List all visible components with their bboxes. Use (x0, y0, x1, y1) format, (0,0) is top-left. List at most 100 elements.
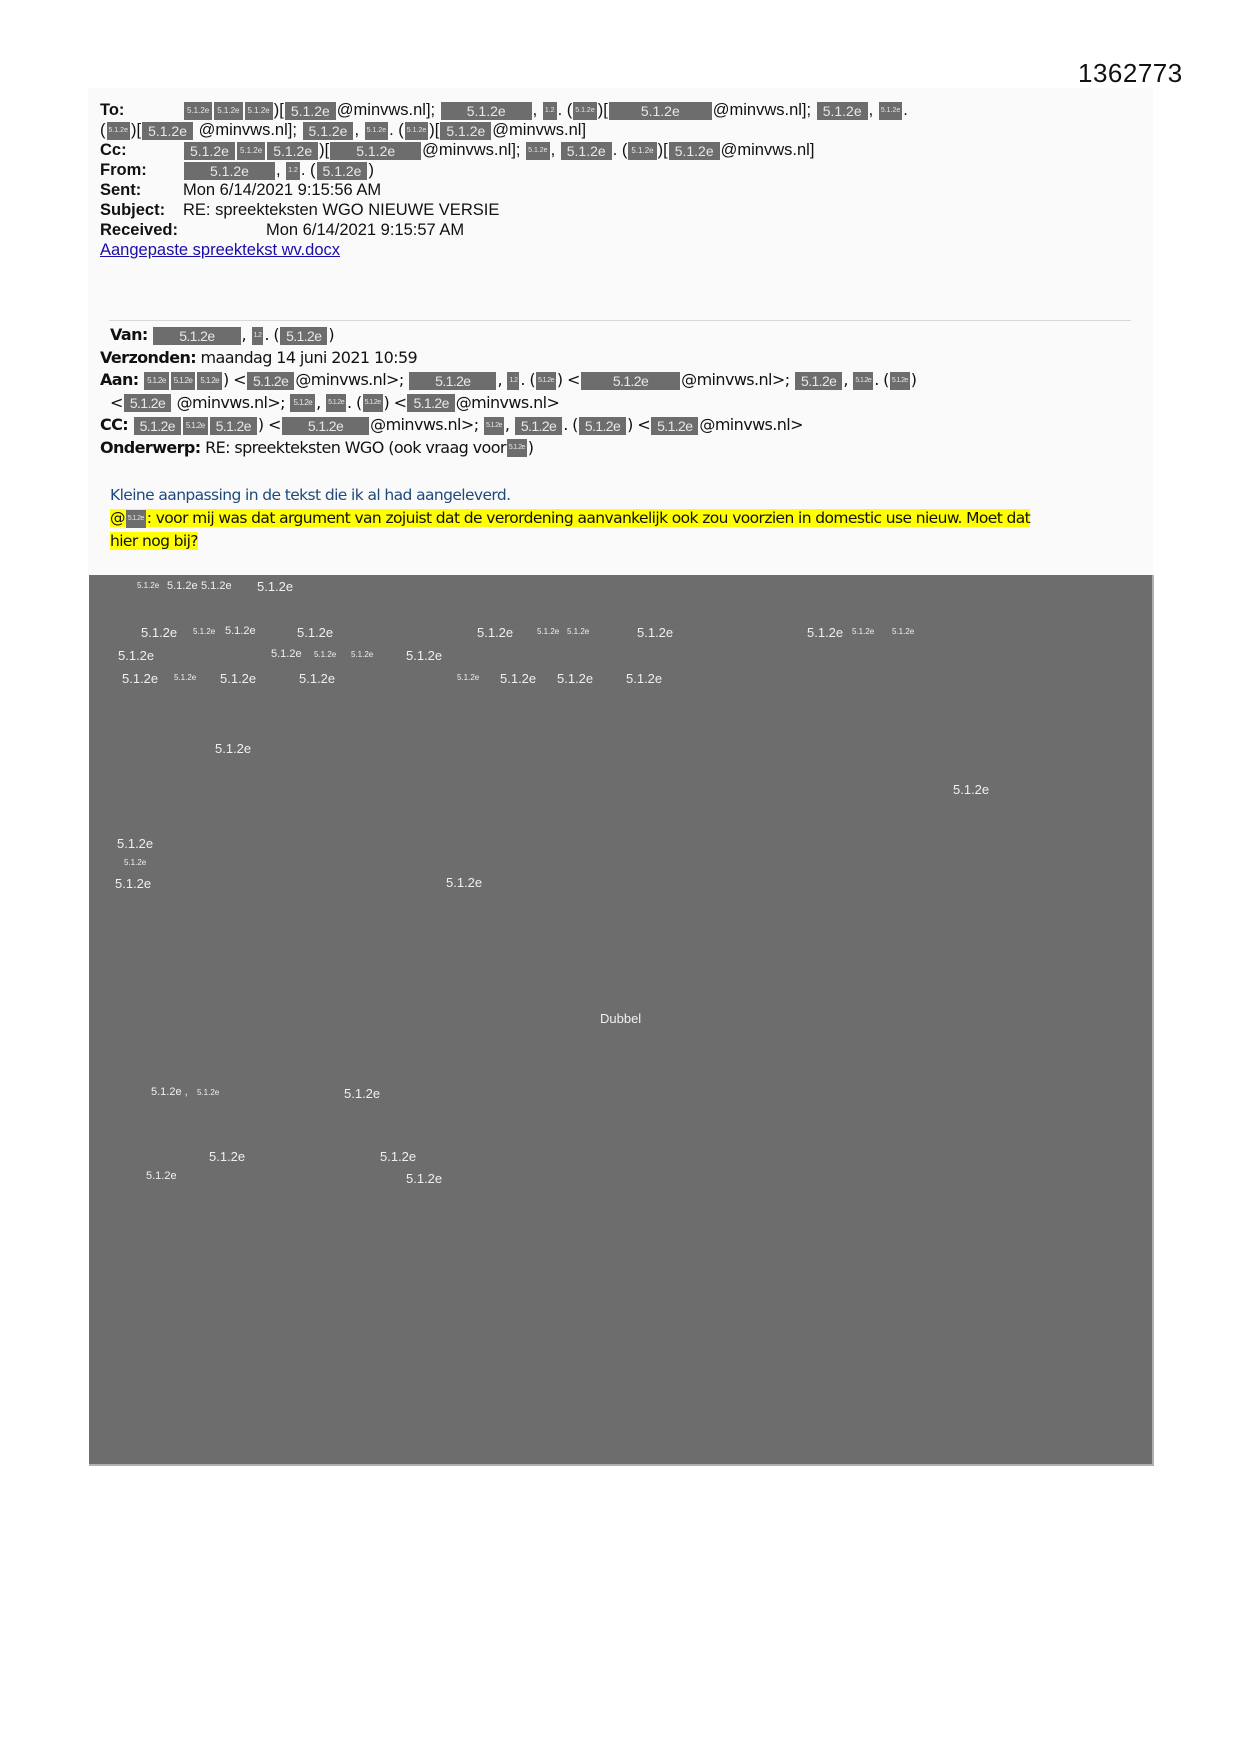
sent-row: Sent: Mon 6/14/2021 9:15:56 AM (100, 180, 1150, 200)
redaction-label: 5.1.2e (146, 1170, 177, 1182)
redaction: 5.1.2e (302, 121, 354, 140)
van-label: Van: (110, 325, 148, 344)
redaction-label: 5.1.2e (537, 627, 560, 636)
van-row: Van: 5.1.2e, 1.2. (5.1.2e) (110, 325, 335, 345)
cc-label: Cc: (100, 141, 127, 159)
sent-label: Sent: (100, 181, 142, 199)
redaction-label: 5.1.2e (167, 580, 198, 592)
redaction: 5.1.2e (440, 121, 492, 140)
redaction-label: 5.1.2e (299, 671, 336, 686)
redaction: 5.1.2e (244, 101, 273, 120)
redaction-label: 5.1.2e (380, 1149, 417, 1164)
redaction: 5.1.2e (281, 416, 370, 435)
redaction: 5.1.2e (364, 121, 389, 140)
redaction-label: 5.1.2e (500, 671, 537, 686)
redaction: 1.2 (542, 101, 557, 120)
redaction-label: 5.1.2e (351, 650, 374, 659)
redaction-label: 5.1.2e (137, 581, 160, 590)
redaction: 5.1.2e (878, 101, 903, 120)
redaction-label: 5.1.2e (637, 625, 674, 640)
email-domain: @minvws.nl]; (422, 141, 521, 159)
redaction: 5.1.2e (133, 416, 181, 435)
redaction: 5.1.2e (362, 394, 383, 412)
redaction-label: 5.1.2e (807, 625, 844, 640)
redaction-label: 5.1.2e (141, 625, 178, 640)
subject-label: Subject: (100, 201, 166, 219)
redaction-label: 5.1.2e (852, 627, 875, 636)
redaction: 5.1.2e (440, 101, 532, 120)
redaction: 5.1.2e (284, 101, 336, 120)
body-line-3-text: hier nog bij? (110, 532, 199, 550)
aan-label: Aan: (100, 370, 139, 389)
redaction: 5.1.2e (668, 141, 720, 160)
body-line-1: Kleine aanpassing in de tekst die ik al … (110, 486, 511, 504)
verzonden-label: Verzonden: (100, 347, 197, 367)
email-domain: @minvws.nl]; (198, 121, 297, 139)
redaction: 5.1.2e (573, 101, 597, 120)
body-line-2-text: : voor mij was dat argument van zojuist … (146, 509, 1031, 527)
redaction: 5.1.2e (182, 416, 208, 435)
redaction: 5.1.2e (123, 394, 172, 412)
to-value-continued: (5.1.2e)[5.1.2e @minvws.nl]; 5.1.2e, 5.1… (100, 121, 587, 140)
redaction-label: 5.1.2e (124, 858, 147, 867)
redaction: 5.1.2e (246, 371, 295, 390)
redaction: 5.1.2e (526, 141, 550, 160)
redaction-label: 5.1.2e (406, 1171, 443, 1186)
received-row: Received: Mon 6/14/2021 9:15:57 AM (100, 220, 1150, 240)
redaction-label: 5.1.2e (457, 673, 480, 682)
from-value: 5.1.2e, 1.2. (5.1.2e) (183, 160, 374, 180)
redaction-label: 5.1.2e (209, 1149, 246, 1164)
email-domain: @minvws.nl] (492, 121, 587, 139)
redaction: 5.1.2e (153, 326, 241, 345)
redaction: 5.1.2e (184, 101, 213, 120)
redaction: 5.1.2e (197, 371, 223, 390)
redaction: 5.1.2e (280, 326, 328, 345)
to-label: To: (100, 101, 125, 119)
redaction-label: 5.1.2e (314, 650, 337, 659)
email-domain: @minvws.nl>; (295, 370, 404, 389)
redaction: 5.1.2e (267, 141, 319, 160)
attachment-link[interactable]: Aangepaste spreektekst wv.docx (100, 241, 340, 259)
redaction: 5.1.2e (290, 394, 316, 412)
redaction-label: 5.1.2e (193, 627, 216, 636)
email-domain: @minvws.nl> (455, 392, 560, 412)
email-domain: @minvws.nl>; (370, 415, 479, 434)
received-value: Mon 6/14/2021 9:15:57 AM (266, 221, 465, 239)
redaction-label: 5.1.2e (626, 671, 663, 686)
aan-row-continued: <5.1.2e @minvws.nl>; 5.1.2e, 5.1.2e. (5.… (110, 392, 560, 412)
email-domain: @minvws.nl> (699, 415, 803, 434)
redaction: 5.1.2e (330, 141, 422, 160)
redaction: 5.1.2e (184, 161, 275, 180)
redaction-label: 5.1.2e (220, 671, 257, 686)
onderwerp-row: Onderwerp: RE: spreekteksten WGO (ook vr… (100, 437, 534, 457)
email-domain: @minvws.nl] (720, 141, 815, 159)
email-domain: @minvws.nl]; (712, 101, 812, 119)
redaction-label: 5.1.2e (557, 671, 594, 686)
sent-value: Mon 6/14/2021 9:15:56 AM (183, 181, 382, 199)
redaction: 5.1.2e (316, 161, 368, 180)
redaction-label: 5.1.2e (477, 625, 514, 640)
redaction: 5.1.2e (209, 416, 257, 435)
body-line-2: @5.1.2e: voor mij was dat argument van z… (110, 507, 1130, 530)
redaction-label: 5.1.2e (201, 580, 232, 592)
subject-row: Subject: RE: spreekteksten WGO NIEUWE VE… (100, 200, 1150, 220)
redaction: 5.1.2e (816, 101, 868, 120)
original-message-header: Van: 5.1.2e, 1.2. (5.1.2e) Verzonden: ma… (100, 324, 1140, 459)
onderwerp-label: Onderwerp: (100, 437, 201, 457)
redaction: 5.1.2e (407, 394, 455, 412)
to-row-continued: (5.1.2e)[5.1.2e @minvws.nl]; 5.1.2e, 5.1… (100, 120, 1150, 140)
redaction: 5.1.2e (144, 371, 169, 390)
redaction-label: 5.1.2e (344, 1086, 381, 1101)
redaction: 5.1.2e (170, 371, 196, 390)
redaction-label: 5.1.2e (257, 579, 294, 594)
redaction-label: 5.1.2e (197, 1088, 220, 1097)
redaction: 5.1.2e (184, 141, 235, 160)
